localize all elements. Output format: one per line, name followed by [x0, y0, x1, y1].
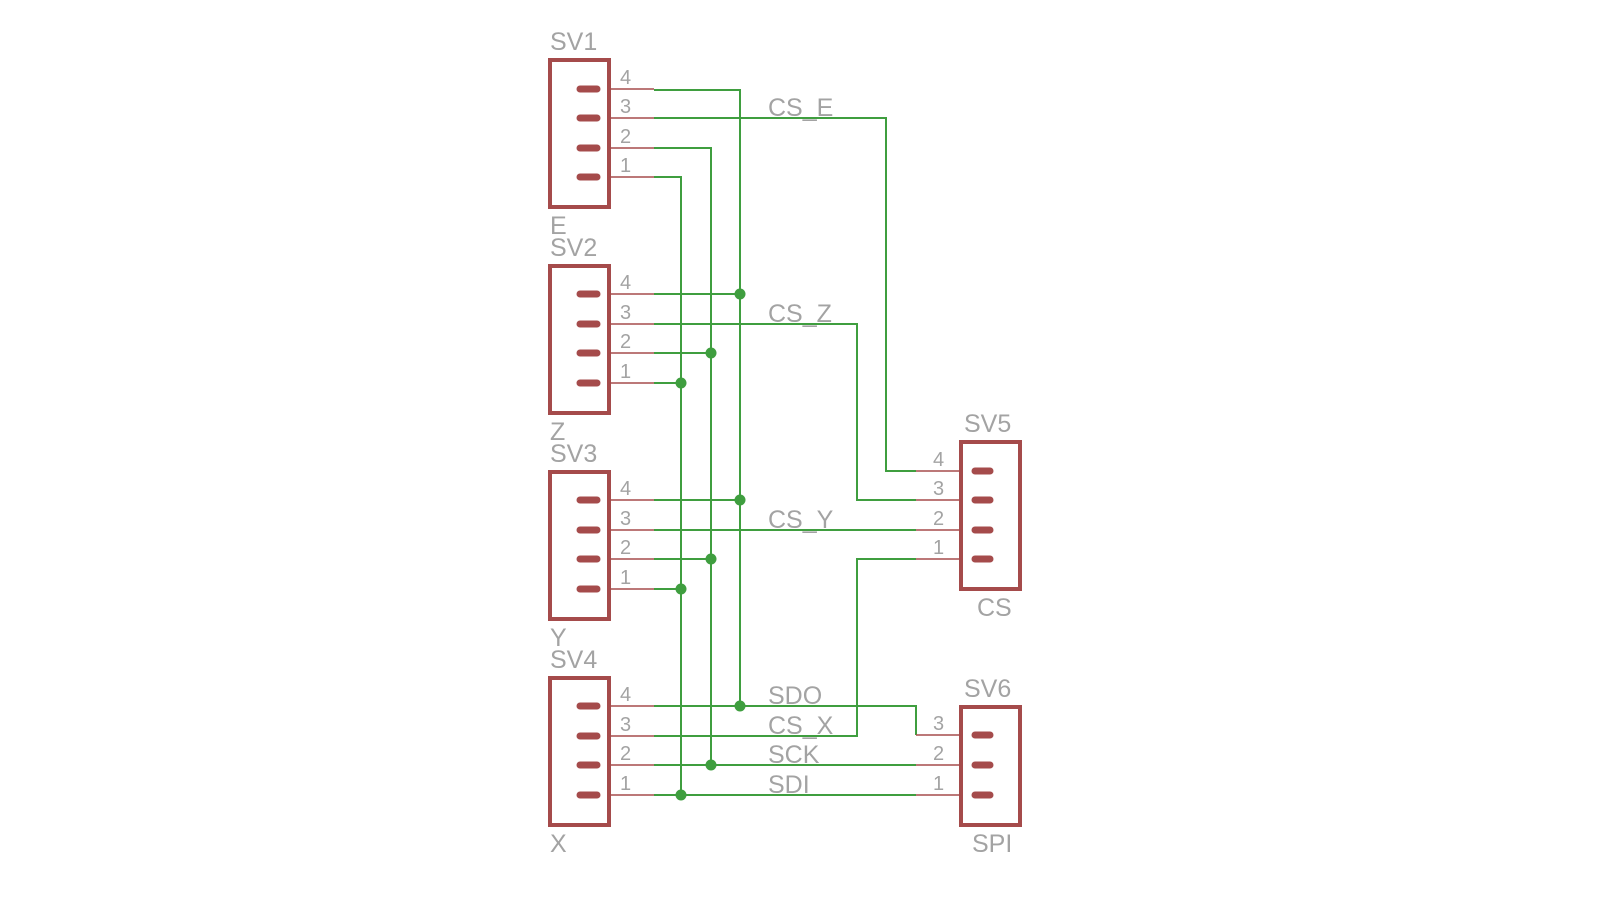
- wire-cs-x: [654, 558, 916, 737]
- junction-dot: [675, 377, 687, 389]
- part-value: CS: [977, 594, 1012, 622]
- part-name: SV2: [550, 234, 597, 262]
- part-name: SV1: [550, 28, 597, 56]
- part-name: SV4: [550, 646, 597, 674]
- pin-number: 3: [933, 713, 944, 735]
- connector-body: [548, 58, 611, 209]
- pin-number: 2: [620, 743, 631, 765]
- pin-number: 3: [620, 508, 631, 530]
- part-name: SV6: [964, 675, 1011, 703]
- pin-number: 2: [620, 537, 631, 559]
- connector-body: [959, 705, 1022, 827]
- connector-sv6[interactable]: SV6 3 2 1 SPI: [916, 675, 1022, 858]
- junction-dot: [675, 789, 687, 801]
- net-label-cs-x: CS_X: [768, 712, 834, 740]
- junction-dot: [675, 583, 687, 595]
- net-label-sdo: SDO: [768, 682, 822, 710]
- pin-number: 4: [620, 684, 631, 706]
- connector-sv5[interactable]: SV5 4 3 2 1 CS: [916, 410, 1022, 622]
- connector-body: [548, 264, 611, 415]
- part-value: Y: [550, 624, 567, 652]
- pin-number: 1: [620, 361, 631, 383]
- pin-number: 1: [620, 773, 631, 795]
- pin-number: 3: [620, 714, 631, 736]
- net-label-cs-e: CS_E: [768, 94, 833, 122]
- part-value: E: [550, 212, 567, 240]
- wires: [654, 89, 917, 796]
- pin-number: 4: [620, 478, 631, 500]
- junctions: [675, 288, 746, 801]
- junction-dot: [705, 759, 717, 771]
- net-label-sdi: SDI: [768, 771, 810, 799]
- pin-number: 3: [933, 478, 944, 500]
- connector-sv3[interactable]: SV3 4 3 2 1 Y: [548, 440, 654, 652]
- junction-dot: [705, 347, 717, 359]
- pin-number: 2: [620, 331, 631, 353]
- pin-number: 2: [933, 743, 944, 765]
- junction-dot: [734, 494, 746, 506]
- part-value: SPI: [972, 830, 1012, 858]
- connector-body: [548, 470, 611, 621]
- pin-number: 3: [620, 302, 631, 324]
- connector-sv2[interactable]: SV2 4 3 2 1 Z: [548, 234, 654, 446]
- pin-number: 3: [620, 96, 631, 118]
- wire-cs-e: [654, 117, 916, 472]
- pin-number: 4: [933, 449, 944, 471]
- pin-number: 4: [620, 272, 631, 294]
- part-name: SV3: [550, 440, 597, 468]
- net-labels: CS_E CS_Z CS_Y SDO CS_X SCK SDI: [768, 94, 834, 799]
- wire-sdi-bus: [654, 176, 682, 795]
- wire-sck-bus: [654, 147, 712, 765]
- pin-number: 4: [620, 67, 631, 89]
- junction-dot: [705, 553, 717, 565]
- part-name: SV5: [964, 410, 1011, 438]
- wire-sdo-bus: [654, 89, 741, 706]
- wire-cs-z: [654, 323, 916, 501]
- connector-sv4[interactable]: SV4 4 3 2 1 X: [548, 646, 654, 858]
- junction-dot: [734, 700, 746, 712]
- part-value: X: [550, 830, 567, 858]
- net-label-cs-y: CS_Y: [768, 506, 834, 534]
- pin-number: 1: [933, 773, 944, 795]
- pin-number: 2: [620, 126, 631, 148]
- net-label-cs-z: CS_Z: [768, 300, 832, 328]
- pin-number: 2: [933, 508, 944, 530]
- junction-dot: [734, 288, 746, 300]
- part-value: Z: [550, 418, 565, 446]
- connector-body: [959, 440, 1022, 591]
- pin-number: 1: [620, 155, 631, 177]
- net-label-sck: SCK: [768, 741, 820, 769]
- pin-number: 1: [620, 567, 631, 589]
- connector-body: [548, 676, 611, 827]
- connector-sv1[interactable]: SV1 4 3 2 1 E: [548, 28, 654, 240]
- pin-number: 1: [933, 537, 944, 559]
